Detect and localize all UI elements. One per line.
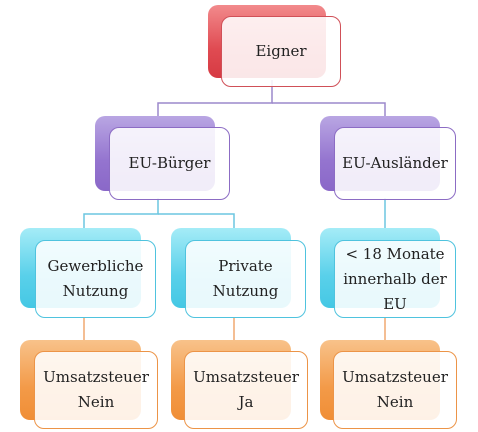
node-ust-nein-1: Umsatzsteuer Nein (20, 340, 158, 430)
node-eigner: Eigner (208, 5, 341, 87)
node-eu-buerger-card: EU-Bürger (109, 127, 230, 200)
node-ust-ja: Umsatzsteuer Ja (171, 340, 308, 430)
connector-eu-to-gewerbliche (83, 198, 159, 228)
node-eu-buerger-label: EU-Bürger (128, 154, 211, 172)
node-ust-nein-2-card: Umsatzsteuer Nein (333, 351, 457, 429)
node-ust-nein-1-label: Umsatzsteuer Nein (43, 368, 149, 411)
node-eu-auslaender-card: EU-Ausländer (334, 127, 456, 200)
node-monate-card: < 18 Monate innerhalb der EU (334, 240, 456, 318)
node-ust-nein-2-label: Umsatzsteuer Nein (342, 368, 448, 411)
node-ust-nein-2: Umsatzsteuer Nein (320, 340, 457, 430)
node-eu-auslaender: EU-Ausländer (320, 116, 456, 200)
node-gewerbliche-card: Gewerbliche Nutzung (35, 240, 156, 318)
node-eigner-card: Eigner (221, 16, 341, 87)
node-ust-ja-card: Umsatzsteuer Ja (184, 351, 308, 429)
node-monate-label: < 18 Monate innerhalb der EU (343, 244, 447, 313)
node-private-card: Private Nutzung (185, 240, 306, 318)
node-eu-auslaender-label: EU-Ausländer (342, 154, 448, 172)
connector-root-to-eu-auslaender (272, 102, 386, 116)
node-ust-ja-label: Umsatzsteuer Ja (193, 368, 299, 411)
node-monate: < 18 Monate innerhalb der EU (320, 228, 456, 318)
connector-root-to-eu (157, 80, 273, 116)
node-ust-nein-1-card: Umsatzsteuer Nein (34, 351, 158, 429)
node-eu-buerger: EU-Bürger (95, 116, 230, 200)
node-private-nutzung: Private Nutzung (171, 228, 306, 318)
node-eigner-label: Eigner (255, 42, 307, 60)
node-gewerbliche-nutzung: Gewerbliche Nutzung (20, 228, 156, 318)
node-gewerbliche-label: Gewerbliche Nutzung (47, 257, 144, 300)
connector-eu-to-private (158, 213, 235, 228)
node-private-label: Private Nutzung (212, 257, 279, 300)
